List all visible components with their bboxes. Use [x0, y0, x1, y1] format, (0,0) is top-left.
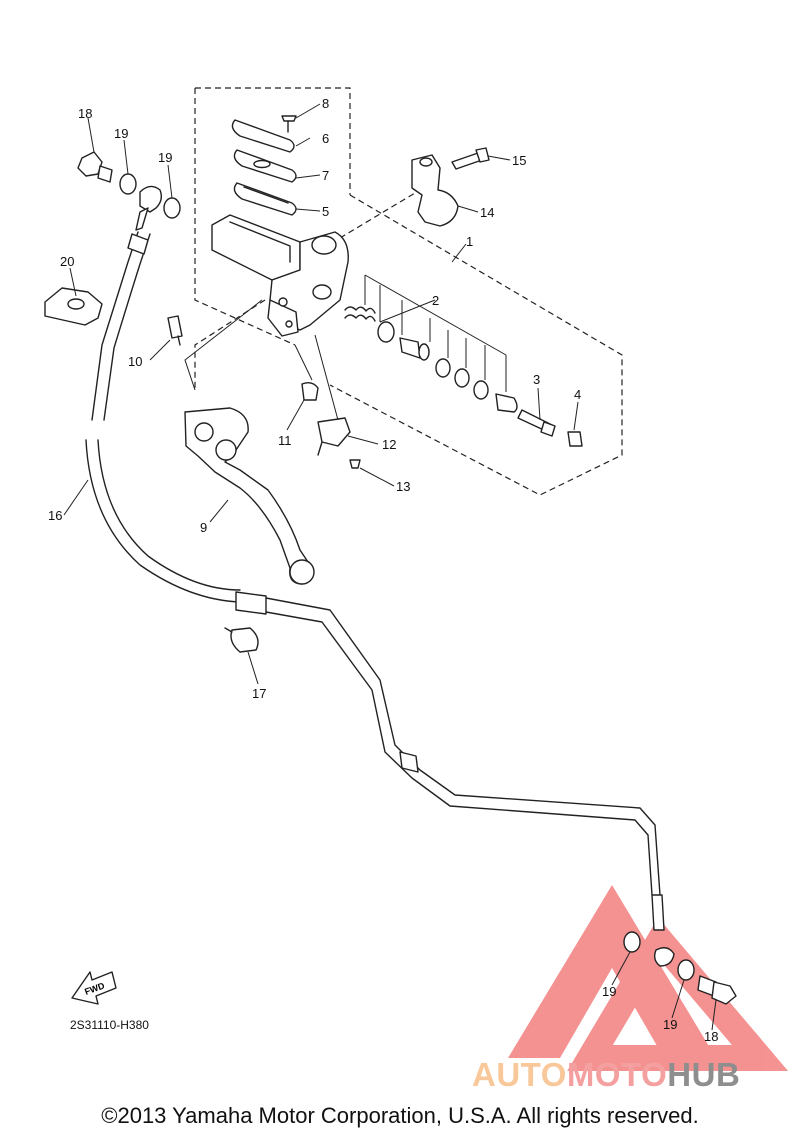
callout-17: 17 [252, 686, 266, 701]
callout-19-lower-right: 19 [663, 1017, 677, 1032]
callout-labels: 18 19 19 20 8 6 7 5 15 14 1 2 3 4 10 11 … [48, 96, 718, 1044]
callout-10: 10 [128, 354, 142, 369]
master-cylinder-body [211, 214, 349, 337]
watermark-hub: HUB [667, 1056, 741, 1093]
catalog-code: 2S31110-H380 [70, 1018, 149, 1032]
watermark-text: AUTOMOTOHUB [472, 1056, 740, 1094]
watermark-auto: AUTO [472, 1056, 567, 1093]
watermark-logo [508, 885, 789, 1071]
piston-kit [344, 274, 583, 447]
callout-1: 1 [466, 234, 473, 249]
watermark-moto: MOTO [566, 1056, 668, 1093]
clamp-and-bolt [411, 147, 490, 227]
callout-14: 14 [480, 205, 494, 220]
callout-18: 18 [78, 106, 92, 121]
callout-11: 11 [278, 433, 292, 448]
callout-2: 2 [432, 293, 439, 308]
callout-16: 16 [48, 508, 62, 523]
callout-13: 13 [396, 479, 410, 494]
lower-banjo-fittings [623, 931, 737, 1005]
callout-19-right: 19 [158, 150, 172, 165]
reservoir-cap-parts [231, 115, 297, 216]
hose-clamp [224, 627, 259, 653]
callout-18-lower: 18 [704, 1029, 718, 1044]
fwd-arrow: FWD [71, 971, 117, 1005]
callout-4: 4 [574, 387, 581, 402]
copyright-notice: ©2013 Yamaha Motor Corporation, U.S.A. A… [101, 1103, 699, 1128]
callout-19-lower-left: 19 [602, 984, 616, 999]
upper-banjo-fittings [77, 151, 181, 231]
callout-5: 5 [322, 204, 329, 219]
lever-and-switch [167, 299, 361, 585]
callout-12: 12 [382, 437, 396, 452]
callout-20: 20 [60, 254, 74, 269]
callout-7: 7 [322, 168, 329, 183]
callout-19-left: 19 [114, 126, 128, 141]
callout-8: 8 [322, 96, 329, 111]
callout-leaders [63, 103, 717, 1031]
callout-9: 9 [200, 520, 207, 535]
callout-3: 3 [533, 372, 540, 387]
cable-stopper [44, 287, 103, 326]
callout-6: 6 [322, 131, 329, 146]
assembly-outline [194, 87, 623, 496]
callout-15: 15 [512, 153, 526, 168]
clutch-hose [85, 231, 665, 931]
